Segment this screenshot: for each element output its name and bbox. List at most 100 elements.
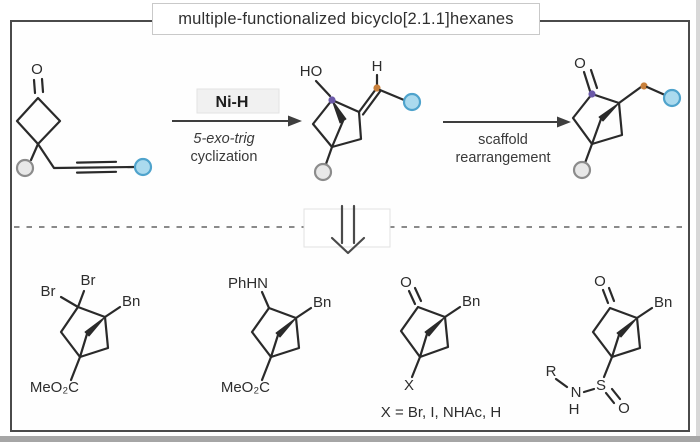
- blue-substituent-ball: [402, 92, 422, 112]
- hydroxyl-label: HO: [300, 63, 323, 80]
- start-carbonyl-o-label: O: [31, 61, 43, 78]
- bn-bond: [294, 306, 313, 320]
- gray-substituent-ball: [313, 162, 333, 182]
- bicyclohexane-ring: [571, 92, 624, 146]
- condition-label-2: cyclization: [191, 149, 258, 165]
- carbonyl-o-label: O: [594, 273, 606, 290]
- screenshot-right-edge: [696, 0, 700, 442]
- gray-substituent-ball: [15, 158, 35, 178]
- reaction-arrow-head: [288, 115, 302, 127]
- r-n-bond: [554, 377, 569, 389]
- x-label: X: [404, 377, 414, 394]
- carbonyl-double-bond: [582, 68, 599, 93]
- product-structure: O: [571, 55, 682, 180]
- purple-atom-marker: [328, 96, 336, 104]
- bicyclohexane-ring: [250, 306, 301, 359]
- condition-label-1: 5-exo-trig: [193, 131, 254, 147]
- alkyne-triple-bond: [75, 160, 118, 174]
- n-label: N: [571, 384, 582, 401]
- propargyl-chain-bond: [36, 142, 137, 170]
- retro-arrow-box: [303, 208, 391, 248]
- sulfinyl-o-label: O: [618, 400, 630, 417]
- blue-substituent-ball: [133, 157, 153, 177]
- retro-arrow-shafts: [340, 204, 356, 245]
- bicyclohexane-ring: [399, 305, 450, 359]
- bridge-bond: [330, 119, 345, 149]
- bridge-bond: [590, 117, 603, 146]
- bridge-bond: [610, 333, 621, 359]
- gray-substituent-ball: [572, 160, 592, 180]
- bridge-wedge-bond: [84, 316, 106, 337]
- bond-to-blue-ball: [378, 88, 406, 102]
- title-box: multiple-functionalized bicyclo[2.1.1]he…: [152, 3, 540, 35]
- exocyclic-double-bond: [357, 87, 382, 116]
- ester-bond: [260, 355, 273, 382]
- blue-substituent-ball: [662, 88, 682, 108]
- bond-ch2: [617, 85, 643, 105]
- carbonyl-o-label: O: [400, 274, 412, 291]
- screenshot-bottom-edge: [0, 436, 700, 442]
- sulfinyl-double-bond: [604, 387, 622, 405]
- bond-to-blue-ball: [645, 85, 667, 97]
- step2-label-2: rearrangement: [455, 150, 550, 166]
- bicyclohexane-ring: [311, 98, 363, 149]
- orange-atom-marker: [373, 84, 381, 92]
- bond-to-gray-ball: [29, 142, 40, 162]
- example-3-structure: O Bn X X = Br, I, NHAc, H: [381, 274, 501, 421]
- bridge-wedge-bond: [275, 317, 297, 338]
- phhn-label: PhHN: [228, 275, 268, 292]
- s-n-bond: [582, 387, 596, 394]
- bn-bond: [635, 306, 654, 320]
- carbonyl-double-bond: [601, 286, 616, 305]
- orange-atom-marker: [640, 82, 648, 90]
- amine-bond: [260, 290, 271, 310]
- rearrangement-arrow: scaffold rearrangement: [443, 116, 571, 166]
- retro-arrow-head: [330, 236, 366, 255]
- nih-arrow: Ni-H 5-exo-trig cyclization: [172, 88, 302, 165]
- bond-to-gray-ball: [324, 145, 334, 166]
- carbonyl-double-bond: [32, 77, 45, 95]
- cyclobutane-ring: [15, 96, 62, 146]
- ester-bond: [69, 355, 82, 382]
- r-label: R: [546, 363, 557, 380]
- bn-label: Bn: [313, 294, 331, 311]
- br-label-top: Br: [81, 272, 96, 289]
- bn-bond: [103, 305, 122, 319]
- step2-label-1: scaffold: [478, 132, 528, 148]
- bicyclohexane-ring: [59, 305, 110, 359]
- reagent-highlight-box: [196, 88, 280, 114]
- br-label-left: Br: [41, 283, 56, 300]
- s-label: S: [596, 377, 606, 394]
- bn-label: Bn: [462, 293, 480, 310]
- ester-label: MeO₂C: [30, 379, 79, 396]
- carbonyl-double-bond: [407, 286, 423, 306]
- nh-label: H: [569, 401, 580, 418]
- ester-label: MeO₂C: [221, 379, 270, 396]
- example-2-structure: PhHN Bn MeO₂C: [221, 275, 332, 396]
- x-definition-caption: X = Br, I, NHAc, H: [381, 404, 501, 421]
- reaction-arrow-head: [557, 116, 571, 128]
- bn-bond: [443, 305, 462, 319]
- vinyl-h-label: H: [372, 58, 383, 75]
- s-bond: [602, 355, 614, 379]
- page-title: multiple-functionalized bicyclo[2.1.1]he…: [178, 9, 514, 28]
- example-4-structure: O Bn S O N H R: [546, 273, 673, 418]
- bond-ho: [314, 79, 332, 98]
- br-bonds: [59, 289, 86, 309]
- bn-label: Bn: [654, 294, 672, 311]
- bond-to-gray-ball: [583, 142, 594, 165]
- bridge-bond: [269, 333, 280, 359]
- intermediate-structure: HO H: [300, 58, 422, 182]
- bridge-bond: [78, 332, 89, 359]
- start-material-structure: O: [15, 61, 153, 178]
- bicyclohexane-ring: [591, 306, 642, 359]
- bridge-wedge-bond: [598, 102, 620, 122]
- bridge-wedge-bond: [616, 317, 638, 338]
- bridge-bond: [418, 332, 429, 359]
- reagent-label: Ni-H: [216, 94, 249, 111]
- product-carbonyl-o-label: O: [574, 55, 586, 72]
- purple-atom-marker: [588, 90, 596, 98]
- example-1-structure: Br Br Bn MeO₂C: [30, 272, 141, 396]
- x-bond: [410, 355, 422, 379]
